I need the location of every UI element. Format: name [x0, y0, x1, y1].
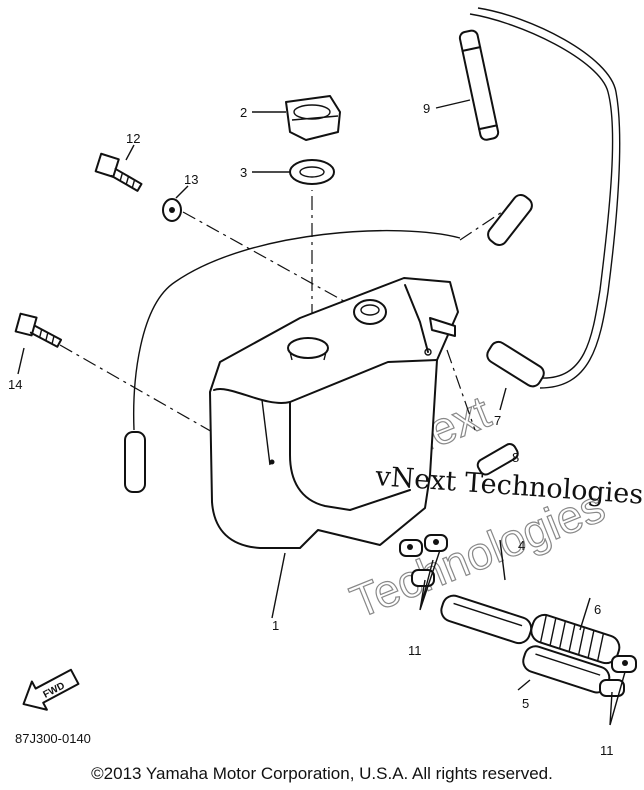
- callout-8: 8: [512, 450, 519, 465]
- hose-loop: [469, 13, 614, 379]
- part-6-spring: [530, 613, 621, 665]
- part-1-tank: [209, 277, 459, 549]
- pipe-left: [124, 431, 146, 493]
- fwd-arrow-icon: FWD: [22, 668, 80, 711]
- callout-13: 13: [184, 172, 198, 187]
- drawing-code: 87J300-0140: [15, 731, 91, 746]
- part-3-seal: [289, 159, 335, 185]
- callout-7: 7: [494, 413, 501, 428]
- part-14-bolt: [14, 312, 63, 348]
- part-11-clips-left: [399, 534, 448, 587]
- copyright-footer: ©2013 Yamaha Motor Corporation, U.S.A. A…: [91, 764, 553, 783]
- callout-11-left: 11: [408, 643, 422, 658]
- hose-left: [133, 229, 461, 431]
- part-12-bolt: [94, 152, 143, 192]
- part-4-hose: [440, 594, 533, 645]
- callout-5: 5: [522, 696, 529, 711]
- callout-4: 4: [518, 538, 525, 553]
- part-7-pipe: [486, 340, 545, 388]
- part-2-cap: [285, 95, 341, 141]
- pipe-joint-upper: [487, 194, 533, 246]
- part-8-pipe: [476, 443, 519, 476]
- callout-1: 1: [272, 618, 279, 633]
- callout-9: 9: [423, 101, 430, 116]
- callout-3: 3: [240, 165, 247, 180]
- part-9-pipe: [458, 29, 500, 141]
- callout-6: 6: [594, 602, 601, 617]
- callout-14: 14: [8, 377, 22, 392]
- part-11-clips-right: [599, 655, 637, 697]
- callout-12: 12: [126, 131, 140, 146]
- callout-2: 2: [240, 105, 247, 120]
- callout-11-right: 11: [600, 743, 614, 758]
